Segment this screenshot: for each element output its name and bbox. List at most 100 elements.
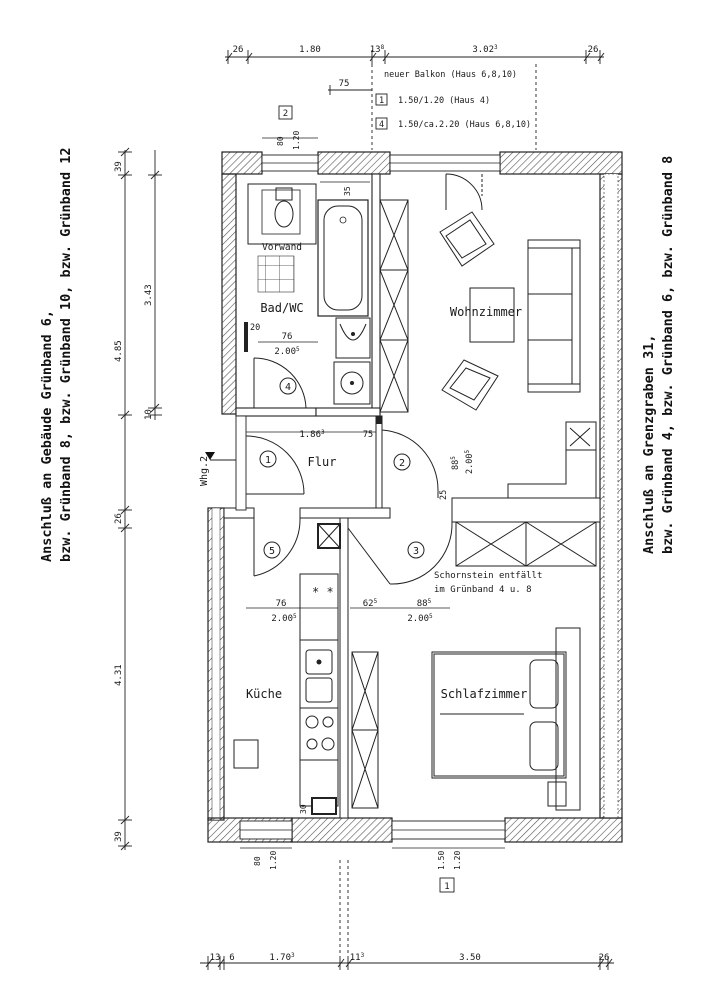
room-label-flur: Flur	[308, 455, 337, 469]
cabinet-icon	[351, 651, 379, 809]
kitchen-door-height: 2.005	[271, 613, 297, 624]
double-bed-icon	[431, 627, 581, 811]
bedroom-door-height: 2.005	[407, 613, 433, 624]
top-dim-2: 1.80	[299, 45, 321, 55]
stove-icon	[305, 715, 335, 751]
door-5-marker	[263, 541, 281, 559]
walls	[207, 151, 623, 843]
sofa-icon	[527, 239, 581, 393]
balcony-width-dim: 75	[339, 79, 350, 89]
wardrobe-icon	[455, 521, 597, 567]
kitchen: 5 76 2.005 * * 30 Küche	[233, 517, 339, 815]
door-2-living[interactable]	[381, 429, 439, 498]
door-2-number: 2	[399, 458, 405, 469]
floor-drain-tiles	[257, 255, 295, 293]
living-room: Wohnzimmer	[379, 199, 597, 499]
left-dim-4: 10	[144, 409, 154, 420]
kitchen-niche	[311, 797, 337, 815]
kitchen-sink-icon	[305, 649, 333, 703]
chimney-note-2: im Grünband 4 u. 8	[434, 585, 532, 595]
top-dim-4: 3.023	[472, 44, 498, 55]
top-dim-3: 138	[370, 44, 385, 55]
window-tag-top-box	[278, 105, 293, 120]
door-4-marker	[279, 377, 297, 395]
washer-icon	[333, 361, 371, 405]
door-3-marker	[407, 541, 425, 559]
room-label-wohnzimmer: Wohnzimmer	[450, 305, 522, 319]
bedroom-door-w1: 625	[363, 598, 378, 609]
bottom-dim-6: 26	[599, 953, 610, 963]
bath-door-jamb-dim: 20	[250, 323, 260, 333]
bottom-dim-4: 113	[350, 952, 365, 963]
balcony-option-4: 1.50/ca.2.20 (Haus 6,8,10)	[398, 120, 531, 130]
bedroom: 3 Schornstein entfällt im Grünband 4 u. …	[347, 521, 597, 811]
balcony-note: neuer Balkon (Haus 6,8,10) 1 1.50/1.20 (…	[375, 70, 531, 130]
svg-text:* *: * *	[312, 585, 334, 599]
left-dimension-chain	[118, 147, 162, 851]
side-note-right-line1: Anschluß an Grenzgraben 31,	[641, 334, 657, 554]
window-tag-bottom: 1	[444, 882, 449, 892]
fridge-icon	[233, 739, 259, 769]
coffee-table-icon	[469, 287, 515, 343]
living-door-gap: 25	[439, 490, 449, 500]
window-top-width: 80	[276, 136, 285, 146]
side-note-right: Anschluß an Grenzgraben 31, bzw. Grünban…	[640, 156, 678, 554]
armchair-bottom-icon	[441, 359, 499, 411]
flur-width-dim: 1.863	[299, 429, 325, 440]
bottom-dimension-chain	[200, 860, 614, 970]
side-note-left: Anschluß an Gebäude Grünband 6, bzw. Grü…	[38, 147, 76, 562]
window-tag-top: 2	[283, 109, 288, 119]
toilet-icon	[274, 187, 294, 228]
side-note-left-line2: bzw. Grünband 8, bzw. Grünband 10, bzw. …	[58, 147, 74, 562]
door-5-kitchen[interactable]	[253, 517, 301, 577]
side-note-right-line2: bzw. Grünband 4, bzw. Grünband 6, bzw. G…	[660, 155, 676, 554]
window-bottom-right-height: 1.20	[453, 851, 462, 870]
window-bottom-right-width: 1.50	[437, 851, 446, 870]
door-1-entry[interactable]	[245, 435, 305, 495]
door-1-marker	[259, 450, 277, 468]
door-3-bedroom[interactable]	[347, 521, 453, 585]
left-dim-1: 39	[114, 161, 124, 172]
window-tag-bottom-box	[439, 877, 455, 893]
left-dim-2: 3.43	[144, 284, 154, 306]
kitchen-niche-dim: 30	[299, 804, 308, 814]
entrance-arrow-icon	[205, 452, 215, 460]
room-label-bad: Bad/WC	[260, 301, 303, 315]
bath-door-jamb	[244, 322, 248, 352]
door-3-number: 3	[413, 546, 419, 557]
bottom-dim-2: 6	[229, 953, 234, 963]
balcony-option-1: 1.50/1.20 (Haus 4)	[398, 96, 490, 106]
window-bottom-left-height: 1.20	[269, 851, 278, 870]
room-label-vorwand: Vorwand	[262, 242, 302, 253]
door-1-number: 1	[265, 455, 271, 466]
top-dim-5: 26	[588, 45, 599, 55]
chimney-note-1: Schornstein entfällt	[434, 571, 542, 581]
window-bottom-left-width: 80	[253, 856, 262, 866]
kitchen-counter-icon: * *	[299, 573, 339, 807]
bathroom: 35 Vorwand Bad/WC 20 76 2.005	[244, 181, 371, 405]
apartment-tag: Whg.2	[199, 456, 210, 486]
balcony-option-1-key: 1	[379, 96, 384, 106]
bathtub-icon	[317, 199, 369, 317]
bedroom-door-w2: 885	[417, 598, 432, 609]
door-5-number: 5	[269, 546, 275, 557]
kitchen-door-width: 76	[276, 599, 287, 609]
top-dim-1: 26	[233, 45, 244, 55]
left-dim-7: 39	[114, 831, 124, 842]
room-label-kueche: Küche	[246, 687, 282, 701]
balcony-option-4-key: 4	[379, 120, 384, 130]
door-4-bath[interactable]	[253, 357, 307, 409]
bottom-dim-3: 1.703	[269, 952, 295, 963]
sink-icon	[335, 317, 371, 359]
door-4-number: 4	[285, 382, 291, 393]
armchair-top-icon	[439, 211, 495, 267]
balcony-title: neuer Balkon (Haus 6,8,10)	[384, 70, 517, 80]
left-dim-5: 26	[114, 513, 124, 524]
balcony-door[interactable]	[445, 173, 483, 211]
shower-dim: 35	[343, 186, 352, 196]
window-top-height: 1.20	[292, 131, 301, 150]
top-dimension-chain	[225, 50, 605, 150]
bottom-dim-5: 3.50	[459, 953, 481, 963]
hallway: 1.863 75 Flur	[246, 429, 376, 469]
